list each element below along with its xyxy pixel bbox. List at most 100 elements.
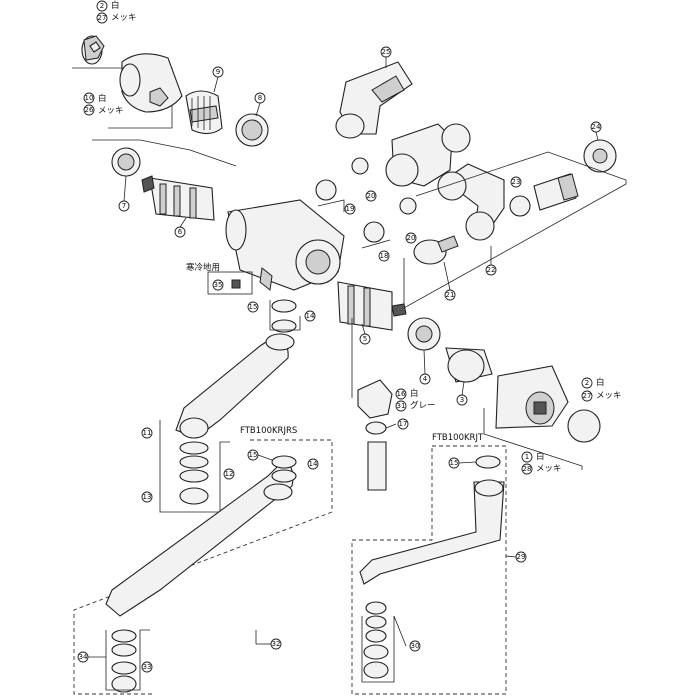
spout-25: [335, 61, 413, 139]
nut-4: [407, 317, 441, 351]
svg-text:23: 23: [512, 178, 521, 186]
rings-12-13: [159, 420, 230, 513]
svg-text:24: 24: [592, 123, 601, 131]
callout-14a: 14: [304, 310, 316, 322]
svg-text:28: 28: [523, 465, 532, 473]
svg-text:15: 15: [450, 459, 459, 467]
cartridge-5: [337, 281, 407, 331]
callout-31: 31: [395, 400, 407, 412]
svg-text:25: 25: [382, 48, 391, 56]
svg-text:13: 13: [143, 493, 152, 501]
callout-5: 5: [359, 333, 371, 345]
callout-35: 35: [212, 279, 224, 291]
svg-text:16: 16: [397, 390, 406, 398]
sleeve-9: [185, 90, 223, 135]
handle-group-top-left: [72, 35, 269, 147]
sleeve-3: [445, 347, 493, 383]
callout-22: 22: [485, 264, 497, 276]
elbow-16: [351, 318, 393, 491]
nut-7: [111, 147, 141, 177]
callout-20b: 20: [405, 232, 417, 244]
model-label-jt: FTB100KRJT: [432, 433, 484, 443]
svg-text:2: 2: [585, 379, 589, 387]
svg-text:33: 33: [143, 663, 152, 671]
callout-32: 32: [270, 638, 282, 650]
callout-1: 1: [521, 451, 533, 463]
cap-2-right: [567, 409, 601, 443]
svg-text:4: 4: [423, 375, 428, 383]
callout-27-right: 27: [581, 390, 593, 402]
callout-2-right: 2: [581, 377, 593, 389]
svg-text:21: 21: [446, 291, 455, 299]
svg-text:11: 11: [143, 429, 152, 437]
callout-28-text: メッキ: [536, 464, 562, 474]
callout-7: 7: [118, 200, 130, 212]
svg-text:2: 2: [100, 2, 104, 10]
cold-region-label: 寒冷地用: [186, 262, 220, 273]
svg-text:15: 15: [249, 303, 258, 311]
svg-text:6: 6: [178, 228, 183, 236]
callout-24: 24: [590, 121, 602, 133]
svg-text:34: 34: [79, 653, 88, 661]
valve-21: [413, 235, 459, 265]
cap-top-left: [81, 35, 105, 65]
callout-13: 13: [141, 491, 153, 503]
callout-19: 19: [344, 203, 356, 215]
callout-10: 10: [83, 92, 95, 104]
svg-text:5: 5: [363, 335, 367, 343]
callout-27-top-text: メッキ: [111, 13, 137, 23]
callout-1-text: 白: [536, 451, 545, 462]
callout-28: 28: [521, 463, 533, 475]
callout-15a: 15: [247, 301, 259, 313]
gasket-19: [315, 157, 369, 212]
elbow-fitting: [385, 123, 471, 187]
callout-21: 21: [444, 289, 456, 301]
svg-text:9: 9: [216, 68, 220, 76]
callout-15c: 15: [448, 457, 460, 469]
callout-26: 26: [83, 104, 95, 116]
callout-17: 17: [397, 418, 409, 430]
mixer-body: [225, 199, 345, 291]
cartridge-6: [141, 175, 215, 221]
svg-text:18: 18: [380, 252, 389, 260]
union-23b: [533, 173, 579, 211]
svg-text:20: 20: [367, 192, 376, 200]
svg-text:30: 30: [411, 642, 420, 650]
ftb100krjt-group: [351, 445, 507, 695]
svg-text:14: 14: [309, 460, 318, 468]
svg-text:26: 26: [85, 106, 94, 114]
callout-6: 6: [174, 226, 186, 238]
callout-2-top: 2: [96, 0, 108, 12]
svg-text:27: 27: [98, 14, 107, 22]
callout-26-text: メッキ: [98, 106, 124, 116]
callout-23: 23: [510, 176, 522, 188]
svg-text:22: 22: [487, 266, 496, 274]
callout-9: 9: [212, 66, 224, 78]
callout-2-top-text: 白: [111, 0, 120, 11]
svg-text:32: 32: [272, 640, 281, 648]
svg-text:1: 1: [525, 453, 529, 461]
svg-text:15: 15: [249, 451, 258, 459]
svg-text:17: 17: [399, 420, 408, 428]
nut-23: [509, 195, 531, 217]
callout-20a: 20: [365, 190, 377, 202]
callout-16-text: 白: [410, 388, 419, 399]
callout-30: 30: [409, 640, 421, 652]
callout-14b: 14: [307, 458, 319, 470]
ftb100krjrs-group: [73, 439, 333, 695]
svg-text:7: 7: [122, 202, 126, 210]
callout-18: 18: [378, 250, 390, 262]
pipe-11: [175, 333, 295, 439]
ring-8: [235, 113, 269, 147]
svg-text:35: 35: [214, 281, 223, 289]
callout-3: 3: [456, 394, 468, 406]
handle-body-top-left: [119, 53, 183, 113]
svg-text:29: 29: [517, 553, 526, 561]
handle-1: [495, 365, 569, 429]
callout-4: 4: [419, 373, 431, 385]
callout-27-top: 27: [96, 12, 108, 24]
callout-33: 33: [141, 661, 153, 673]
callout-34: 34: [77, 651, 89, 663]
